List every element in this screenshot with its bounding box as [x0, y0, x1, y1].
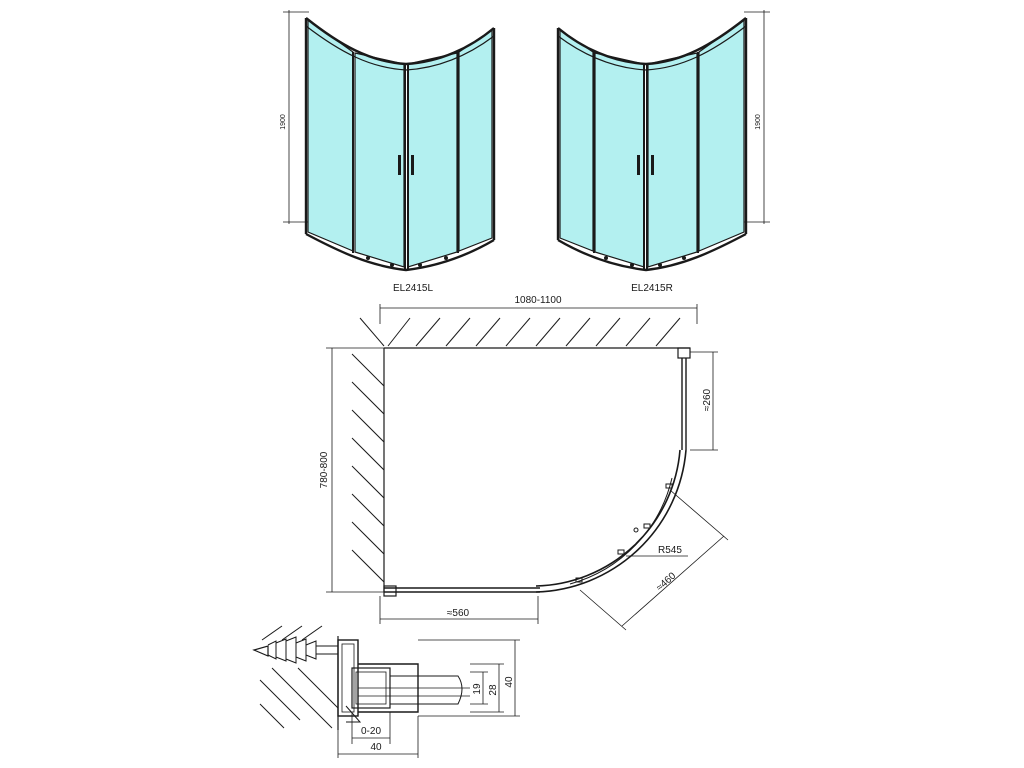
glass-panel: [307, 18, 354, 252]
door-handle: [398, 155, 401, 175]
door-handle: [637, 155, 640, 175]
wall-left-hatch: [351, 353, 385, 583]
radius-label: R545: [658, 545, 682, 556]
glass-panel: [647, 52, 698, 268]
profile-detail: 40 28 19 0-20 40: [252, 625, 520, 758]
glass-panel: [354, 52, 405, 268]
front-panel-dimension: ≈560: [447, 608, 470, 619]
profile-height-28: 28: [488, 684, 499, 696]
profile-height-40: 40: [504, 676, 515, 688]
glass-panel: [698, 18, 745, 252]
side-panel-dimension: ≈260: [702, 388, 713, 411]
glass-panel: [407, 52, 458, 268]
elevation-left: 1900 EL2415L: [280, 10, 496, 294]
wall-top-hatch: [359, 317, 681, 347]
profile-adjust: 0-20: [361, 726, 381, 737]
elevation-right: 1900 EL2415R: [556, 10, 770, 294]
wall-detail-hatch: [259, 625, 339, 729]
profile-height-19: 19: [472, 683, 483, 695]
glass-panel: [458, 28, 493, 252]
glass-panel: [559, 28, 594, 252]
plan-view: 1080-1100: [319, 295, 729, 631]
door-handle: [411, 155, 414, 175]
model-label-right: EL2415R: [631, 283, 673, 294]
profile-base: 40: [370, 742, 382, 753]
door-dimension: ≈460: [654, 570, 678, 593]
height-label-left: 1900: [280, 114, 287, 130]
height-label-right: 1900: [755, 114, 762, 130]
model-label-left: EL2415L: [393, 283, 433, 294]
depth-dimension: 780-800: [319, 451, 330, 488]
glass-panel: [594, 52, 645, 268]
width-dimension: 1080-1100: [514, 295, 562, 306]
door-handle: [651, 155, 654, 175]
